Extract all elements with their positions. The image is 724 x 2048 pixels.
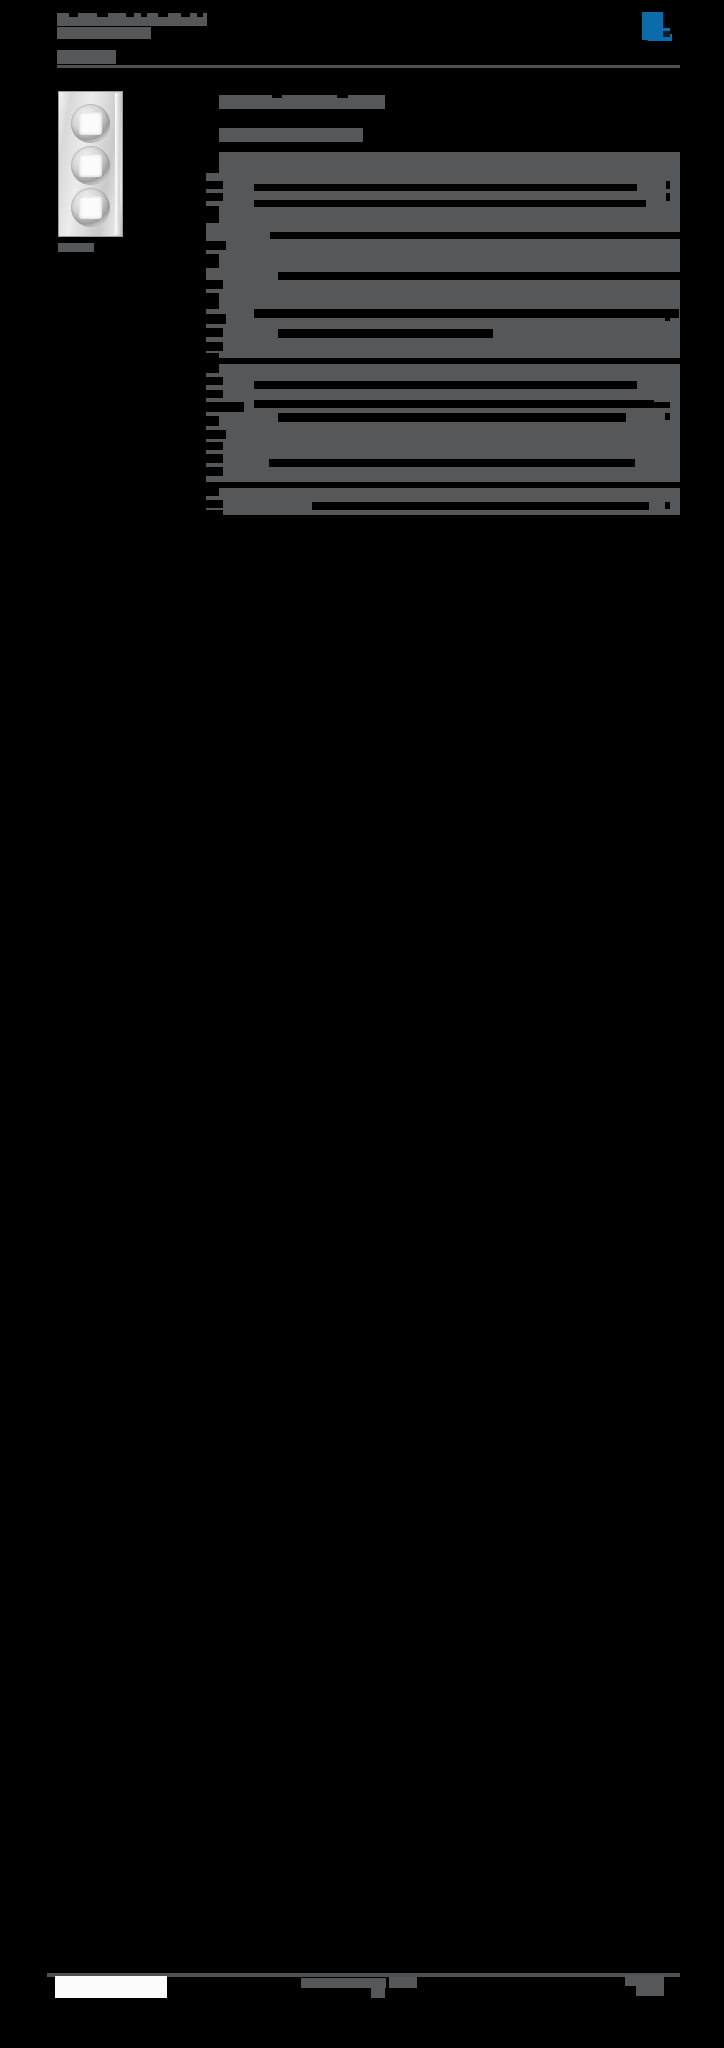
title-notch [181, 13, 190, 17]
spec-table-section-3 [206, 488, 680, 515]
hager-logo-icon [642, 12, 678, 46]
document-page: hager.com/de [0, 0, 724, 1998]
table-left-notch [206, 402, 244, 412]
table-left-notch [206, 488, 219, 496]
table-row [278, 413, 626, 422]
footer-note-secondary [389, 1977, 417, 1988]
table-right-notch [665, 314, 670, 321]
page-header [0, 0, 724, 75]
section-3-caption [219, 488, 280, 496]
table-left-notch [206, 467, 223, 476]
table-left-notch [206, 241, 226, 250]
table-left-notch [206, 510, 223, 515]
document-subtitle [57, 50, 116, 64]
footer-url-box[interactable]: hager.com/de [55, 1976, 167, 1998]
table-left-notch [206, 390, 223, 398]
table-right-notch [665, 413, 670, 420]
socket-outlet-2 [71, 146, 110, 185]
table-right-notch [666, 193, 670, 201]
table-row [254, 200, 646, 207]
table-left-notch [206, 293, 219, 309]
title-notch [197, 13, 203, 17]
table-left-notch [206, 181, 223, 189]
title-notch [69, 13, 78, 17]
table-left-notch [206, 454, 223, 463]
header-divider [57, 65, 680, 68]
section-1-caption [219, 152, 281, 160]
product-reference [219, 128, 363, 142]
table-row [278, 272, 687, 280]
table-left-notch [206, 342, 223, 351]
title-notch [97, 13, 108, 17]
product-heading [219, 95, 385, 109]
product-image-caption [58, 243, 94, 252]
table-right-notch [640, 402, 670, 408]
footer-page-number [625, 1975, 664, 1986]
table-left-notch [206, 430, 226, 439]
section-2-caption [219, 364, 278, 372]
table-left-notch [206, 416, 219, 426]
table-left-notch [206, 152, 219, 173]
heading-notch [337, 95, 348, 98]
frame-edge-highlight [115, 93, 120, 235]
table-left-notch [206, 254, 219, 268]
table-left-notch [206, 206, 219, 223]
table-left-notch [206, 328, 223, 337]
table-row [254, 400, 654, 408]
footer-note [301, 1978, 386, 1988]
document-title-line-2 [57, 27, 151, 39]
document-title-line-1 [57, 13, 207, 26]
spec-table-section-2 [206, 364, 680, 482]
footer-note-tertiary [371, 1988, 385, 1998]
table-left-notch [206, 193, 223, 201]
table-left-notch [206, 364, 219, 373]
page-footer: hager.com/de [0, 985, 724, 1998]
spec-table-section-1 [206, 152, 687, 358]
table-left-notch [206, 280, 223, 289]
title-notch [158, 13, 168, 17]
title-notch [126, 13, 134, 17]
table-row [270, 232, 687, 239]
table-row [269, 459, 635, 467]
heading-notch [272, 95, 282, 98]
table-left-notch [206, 377, 223, 385]
table-left-notch [206, 314, 226, 324]
table-row [278, 329, 493, 338]
table-left-notch [206, 442, 223, 450]
table-row [254, 184, 637, 191]
table-left-notch [206, 353, 219, 358]
table-right-notch [666, 181, 670, 189]
table-right-notch [665, 502, 670, 509]
table-row [312, 502, 649, 510]
title-notch [141, 13, 147, 17]
socket-outlet-1 [71, 104, 110, 143]
product-image [58, 91, 123, 237]
table-row [254, 309, 679, 318]
footer-page-number-secondary [636, 1986, 664, 1996]
socket-outlet-3 [71, 188, 110, 227]
table-row [254, 381, 637, 389]
table-left-notch [206, 500, 223, 508]
